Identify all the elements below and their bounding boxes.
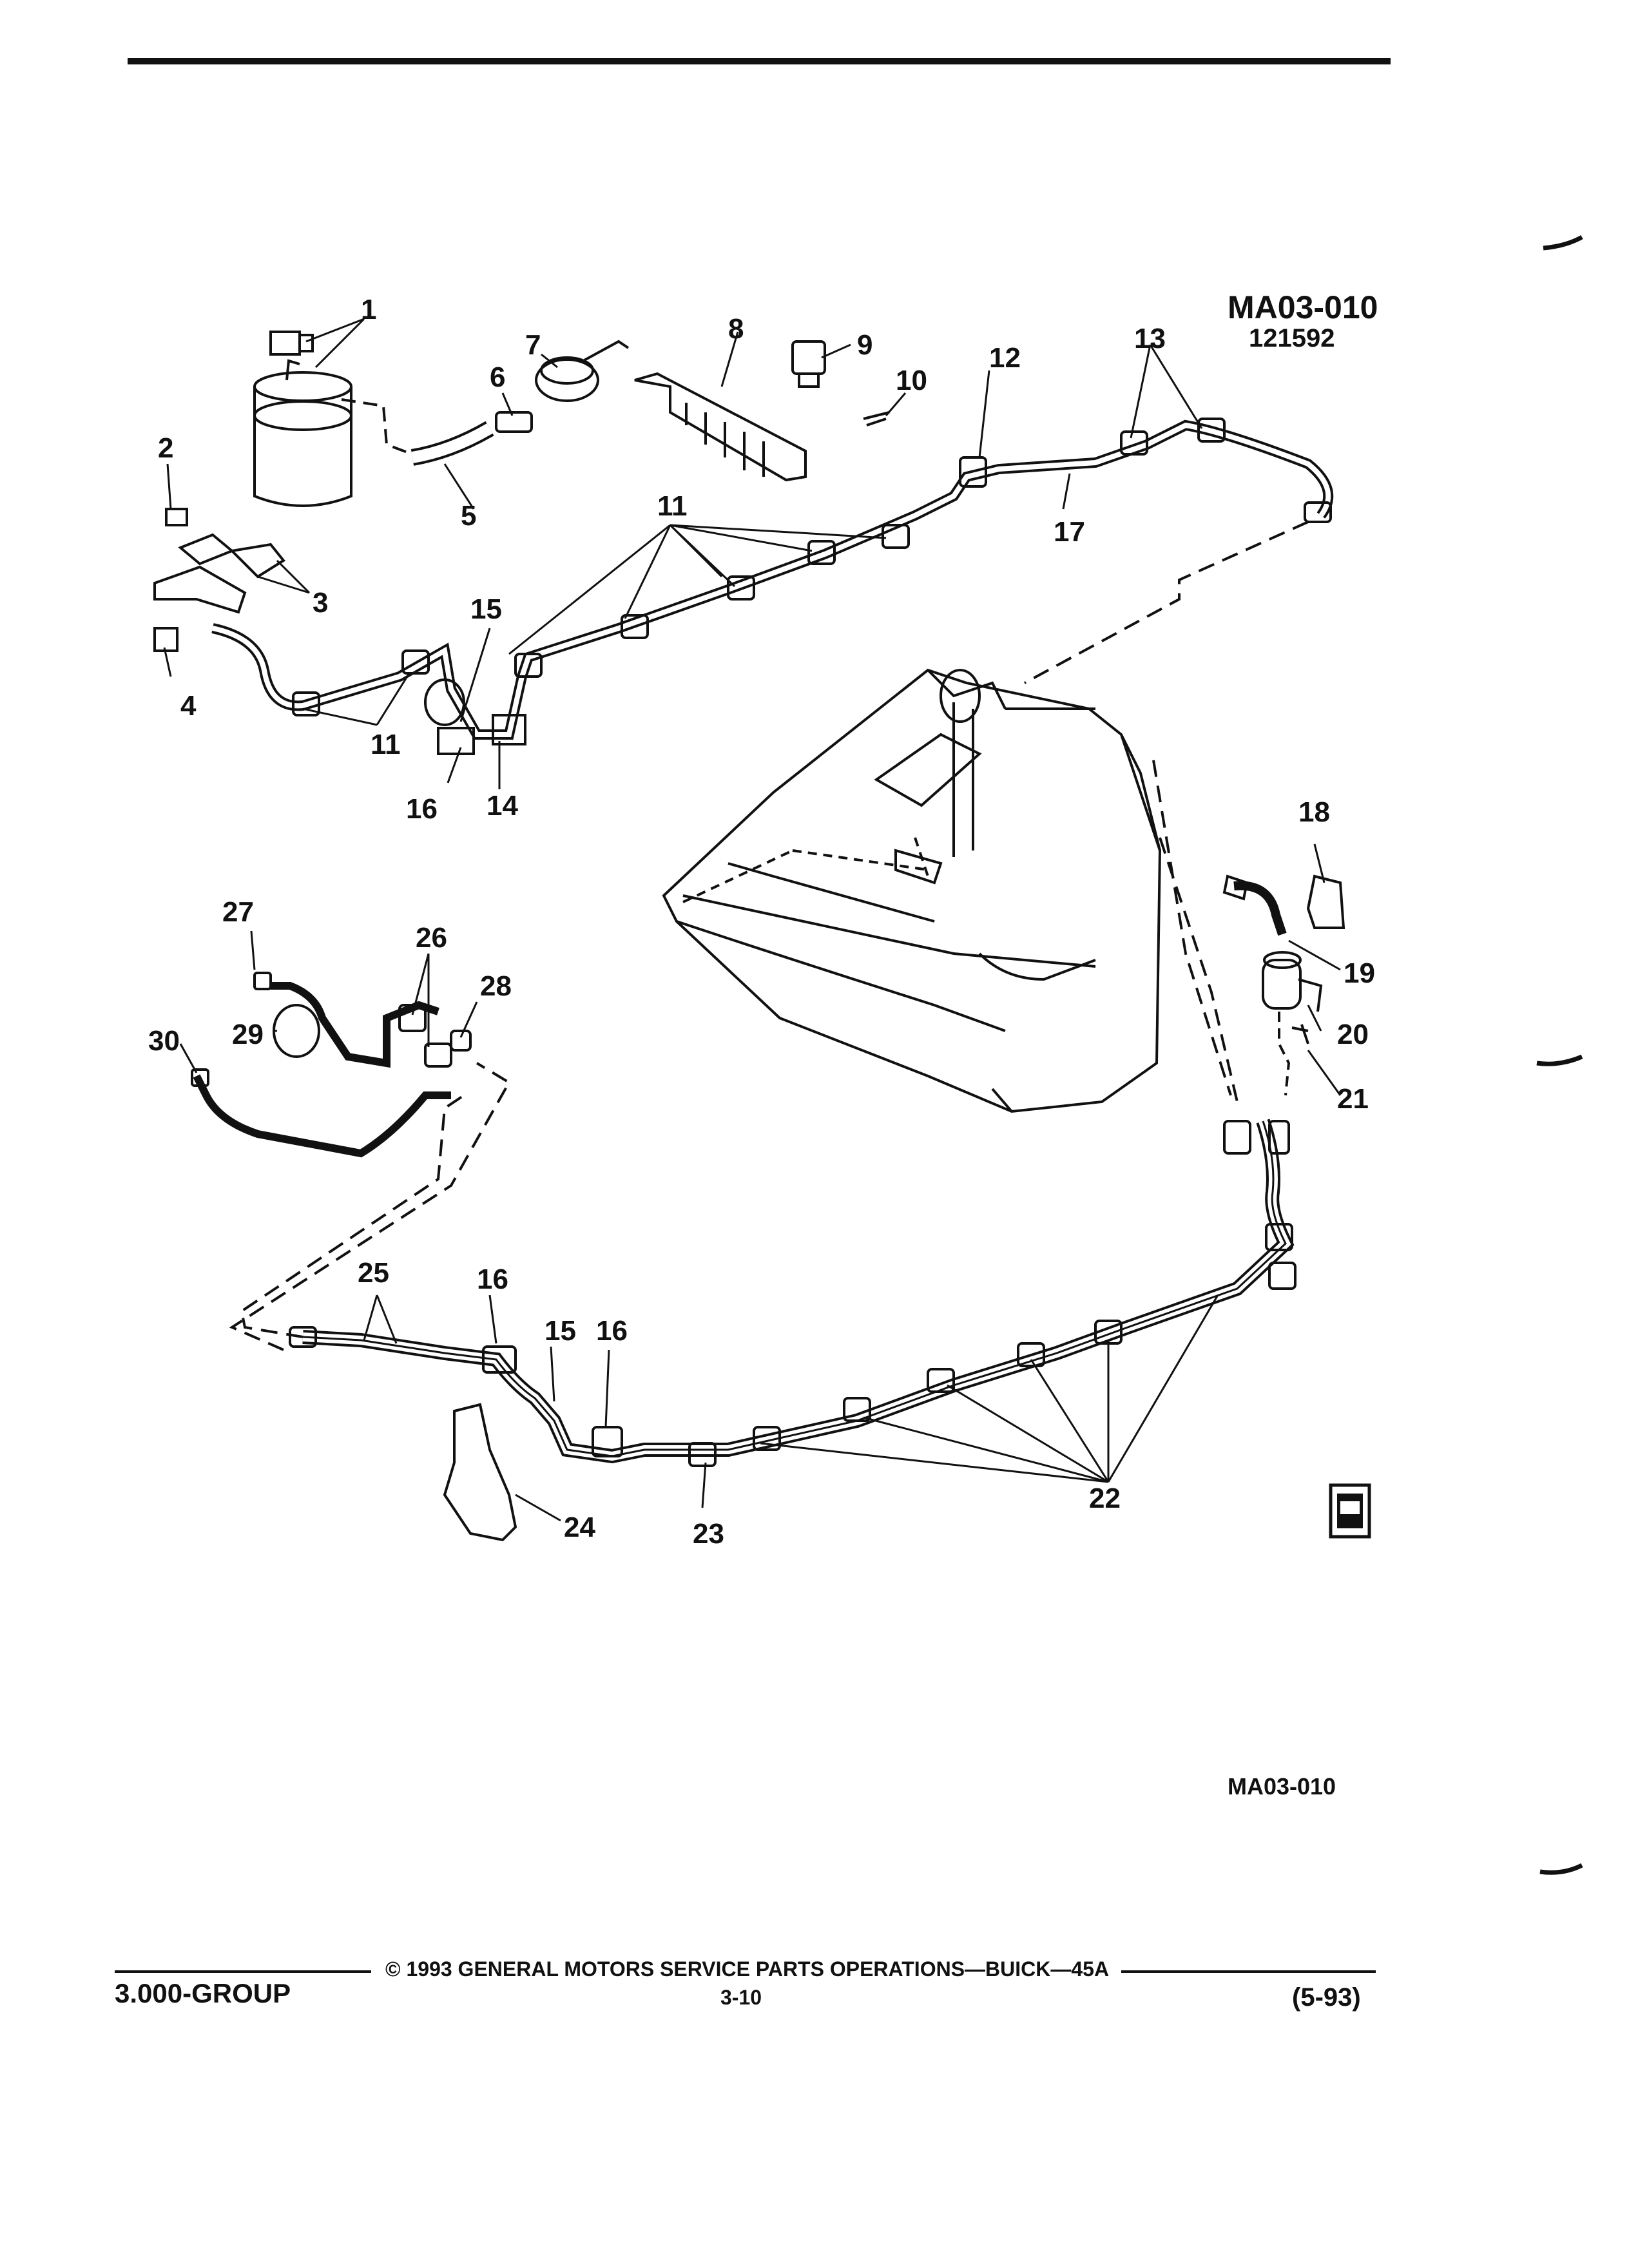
callout-7: 7 — [525, 329, 541, 361]
callout-27: 27 — [222, 896, 254, 928]
margin-mark — [1543, 235, 1583, 251]
callout-13: 13 — [1134, 323, 1166, 354]
callout-26: 26 — [416, 922, 447, 954]
callout-4: 4 — [180, 690, 197, 722]
callout-11-front: 11 — [657, 490, 688, 522]
callout-6: 6 — [490, 361, 505, 393]
margin-mark — [1539, 1863, 1583, 1875]
callout-24: 24 — [564, 1512, 595, 1543]
footer-page-number: 3-10 — [720, 1986, 762, 2009]
fuel-filter — [1222, 874, 1345, 1096]
footer-group: 3.000-GROUP — [115, 1978, 291, 2008]
callout-21: 21 — [1337, 1083, 1369, 1115]
margin-mark — [1536, 1054, 1583, 1066]
footer-copyright: © 1993 GENERAL MOTORS SERVICE PARTS OPER… — [385, 1957, 1110, 1981]
callout-15-rear: 15 — [545, 1315, 576, 1347]
figure-reference-code: MA03-010 — [1228, 289, 1378, 325]
top-rule — [128, 58, 1391, 64]
callout-25: 25 — [358, 1257, 389, 1289]
callout-20: 20 — [1337, 1019, 1369, 1050]
callout-22: 22 — [1089, 1483, 1121, 1514]
line-clips-rear — [289, 1120, 1296, 1467]
callout-3: 3 — [313, 587, 328, 619]
callout-16-rear-b: 16 — [596, 1315, 628, 1347]
callout-23: 23 — [693, 1518, 724, 1550]
gm-spo-badge-icon — [1329, 1483, 1371, 1539]
footer-date: (5-93) — [1292, 1983, 1361, 2012]
callout-5: 5 — [461, 500, 476, 532]
callout-19: 19 — [1344, 957, 1375, 989]
callout-9: 9 — [857, 329, 872, 361]
bracket-24 — [443, 1403, 517, 1542]
callout-30: 30 — [148, 1025, 180, 1057]
callout-8: 8 — [728, 313, 744, 345]
callout-28: 28 — [480, 970, 512, 1002]
callout-12: 12 — [989, 342, 1021, 374]
callout-16-rear-a: 16 — [477, 1264, 508, 1295]
callout-16-front: 16 — [406, 793, 438, 825]
callout-leaders — [163, 318, 1342, 1522]
callout-11-left: 11 — [371, 729, 401, 760]
callout-17: 17 — [1054, 516, 1085, 548]
callout-10: 10 — [896, 365, 927, 396]
callout-1: 1 — [361, 294, 376, 325]
callout-29: 29 — [232, 1019, 264, 1050]
figure-reference-date: 121592 — [1249, 324, 1335, 352]
rear-pipe-assembly — [191, 972, 472, 1158]
fuel-tank — [662, 668, 1162, 1113]
callout-2: 2 — [158, 432, 173, 464]
figure-bottom-code: MA03-010 — [1228, 1773, 1336, 1800]
footer-rule-right — [1121, 1970, 1376, 1973]
callout-18: 18 — [1298, 796, 1330, 828]
line-clips-front — [292, 418, 1332, 755]
callout-14: 14 — [487, 790, 518, 822]
bracket-assembly — [153, 508, 285, 652]
vapor-canister — [253, 331, 352, 507]
footer-rule-left — [115, 1970, 371, 1973]
callout-15-front: 15 — [470, 593, 502, 625]
